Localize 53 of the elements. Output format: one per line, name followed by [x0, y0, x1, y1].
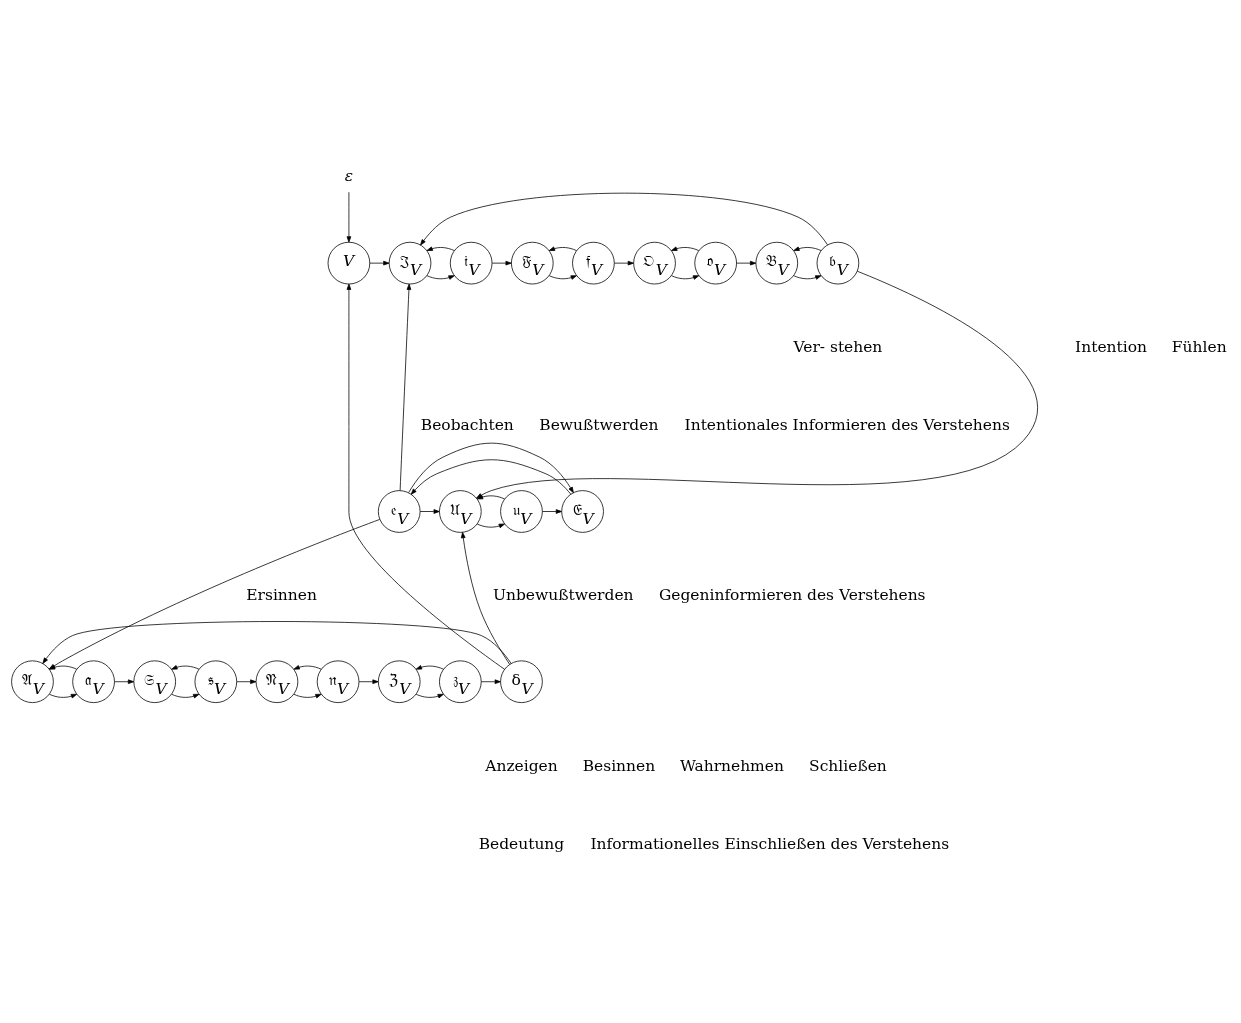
- arrow: [671, 246, 700, 251]
- arrow: [171, 665, 200, 670]
- arrow: [408, 442, 574, 493]
- arrow: [49, 665, 78, 670]
- arrow: [49, 519, 381, 670]
- arrow: [548, 275, 577, 280]
- arrow: [171, 693, 200, 699]
- arrow: [476, 523, 505, 529]
- arrow: [293, 693, 322, 699]
- label: Ver- stehen: [793, 338, 883, 357]
- arrow: [415, 665, 444, 670]
- arrow: [736, 260, 757, 266]
- label: Gegeninformieren des Verstehens: [658, 586, 926, 605]
- arrow: [426, 246, 455, 251]
- label: Intentionales Informieren des Verstehens: [684, 416, 1010, 435]
- arrow: [358, 679, 379, 684]
- arrow: [614, 260, 634, 266]
- label: Besinnen: [582, 756, 656, 775]
- arrow: [42, 621, 512, 664]
- label: Unbewußtwerden: [492, 586, 634, 605]
- arrow: [49, 693, 78, 699]
- node-circle: V: [327, 241, 371, 285]
- label: Schließen: [809, 756, 887, 775]
- label: Bedeutung: [478, 834, 565, 853]
- label: Wahrnehmen: [679, 756, 784, 775]
- node-text: ε: [344, 167, 353, 186]
- arrow: [346, 283, 505, 670]
- label: Bewußtwerden: [539, 416, 659, 435]
- arrow: [415, 693, 444, 699]
- arrow: [480, 679, 501, 684]
- arrow: [114, 679, 135, 684]
- label: Informationelles Einschließen des Verstehens: [590, 834, 950, 853]
- arrow: [236, 679, 257, 684]
- arrow: [491, 260, 512, 266]
- label: Fühlen: [1171, 338, 1227, 357]
- arrow: [369, 260, 390, 266]
- label: Beobachten: [420, 416, 514, 435]
- arrow: [460, 532, 511, 665]
- arrow: [426, 275, 455, 280]
- label: Ersinnen: [246, 586, 317, 605]
- arrow: [410, 459, 572, 495]
- label: Anzeigen: [485, 756, 558, 775]
- arrow: [793, 246, 822, 251]
- arrow: [346, 191, 352, 243]
- arrow: [293, 665, 322, 670]
- arrow: [548, 246, 577, 251]
- arrow: [399, 283, 412, 491]
- arrow: [793, 275, 822, 280]
- arrow: [671, 275, 700, 280]
- arrow: [542, 509, 562, 514]
- arrow: [420, 192, 828, 246]
- arrow: [419, 509, 440, 514]
- label: Intention: [1075, 338, 1147, 357]
